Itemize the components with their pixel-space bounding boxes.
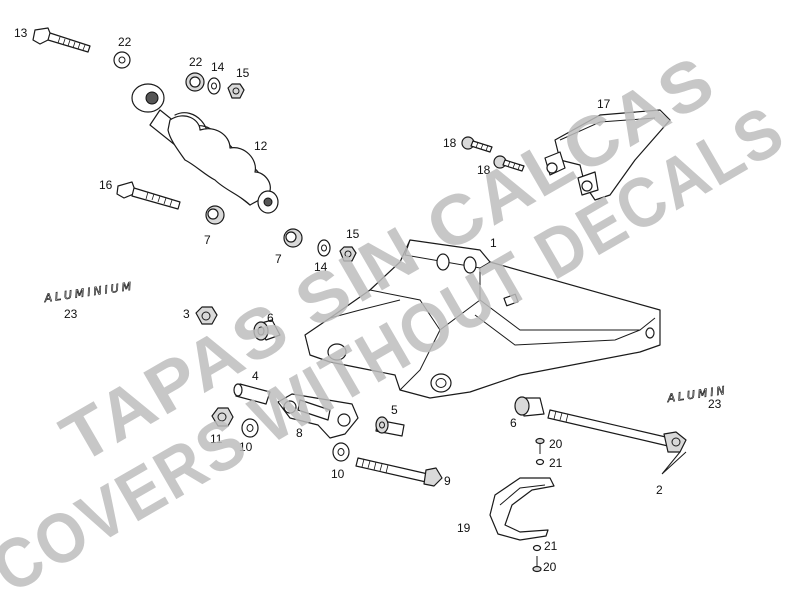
callout-14-top: 14 bbox=[211, 60, 225, 74]
callout-5: 5 bbox=[391, 403, 398, 417]
callout-20-top: 20 bbox=[549, 437, 563, 451]
nut-11-part bbox=[211, 407, 234, 427]
callout-13: 13 bbox=[14, 26, 28, 40]
bushing-6-right-part bbox=[514, 396, 545, 417]
bolt-13-part bbox=[32, 27, 91, 53]
bushing-5-part bbox=[375, 416, 405, 437]
washer-22-left-part bbox=[113, 51, 131, 69]
bushing-7-left-part bbox=[205, 205, 225, 225]
callout-7-right: 7 bbox=[275, 252, 282, 266]
watermark-line-2: COVERS WITHOUT DECALS bbox=[0, 90, 797, 608]
callout-2: 2 bbox=[656, 483, 663, 497]
callout-21-bottom: 21 bbox=[544, 539, 558, 553]
bolt-16-part bbox=[116, 181, 181, 210]
callout-22-top: 22 bbox=[189, 55, 203, 69]
chain-guard-17-part bbox=[544, 109, 671, 201]
callout-17: 17 bbox=[597, 97, 611, 111]
pin-4-part bbox=[233, 383, 271, 405]
washer-14-mid-part bbox=[317, 239, 331, 257]
spacer-22-part bbox=[185, 72, 205, 92]
callout-18-top: 18 bbox=[443, 136, 457, 150]
bushing-6-left-part bbox=[253, 319, 281, 341]
callout-7-left: 7 bbox=[204, 233, 211, 247]
callout-16: 16 bbox=[99, 178, 113, 192]
callout-14-mid: 14 bbox=[314, 260, 328, 274]
pivot-axle-2-part bbox=[547, 409, 687, 475]
screw-20-bottom-part bbox=[532, 556, 542, 573]
callout-18-bottom: 18 bbox=[477, 163, 491, 177]
callout-22-left: 22 bbox=[118, 35, 132, 49]
callout-10-right: 10 bbox=[331, 467, 345, 481]
nut-3-part bbox=[195, 306, 218, 325]
callout-4: 4 bbox=[252, 369, 259, 383]
chain-slider-19-part bbox=[489, 477, 555, 541]
washer-10-left-part bbox=[241, 418, 259, 438]
callout-11: 11 bbox=[210, 432, 223, 446]
callout-10-left: 10 bbox=[239, 440, 253, 454]
washer-21-bottom-part bbox=[532, 544, 542, 552]
callout-19: 19 bbox=[457, 521, 471, 535]
callout-23-right: 23 bbox=[708, 397, 722, 411]
callout-1: 1 bbox=[490, 236, 497, 250]
linkage-plate-8-part bbox=[277, 393, 359, 439]
callout-6-right: 6 bbox=[510, 416, 517, 430]
shock-absorber-part bbox=[131, 83, 279, 214]
callout-12: 12 bbox=[254, 139, 268, 153]
screw-20-top-part bbox=[535, 437, 545, 454]
screw-18-bottom-part bbox=[493, 155, 525, 172]
nut-15-top-part bbox=[227, 83, 245, 99]
bushing-7-right-part bbox=[283, 228, 303, 248]
callout-6-left: 6 bbox=[267, 311, 274, 325]
washer-10-right-part bbox=[332, 442, 350, 462]
callout-9: 9 bbox=[444, 474, 451, 488]
callout-20-bottom: 20 bbox=[543, 560, 557, 574]
nut-15-mid-part bbox=[339, 246, 357, 262]
washer-21-top-part bbox=[535, 458, 545, 466]
callout-3: 3 bbox=[183, 307, 190, 321]
bolt-9-part bbox=[355, 457, 443, 487]
swingarm-part bbox=[304, 239, 661, 399]
callout-15-mid: 15 bbox=[346, 227, 360, 241]
callout-8: 8 bbox=[296, 426, 303, 440]
callout-21-top: 21 bbox=[549, 456, 563, 470]
screw-18-top-part bbox=[461, 136, 493, 153]
callout-15-top: 15 bbox=[236, 66, 250, 80]
washer-14-top-part bbox=[207, 77, 221, 95]
callout-23-left: 23 bbox=[64, 307, 78, 321]
decal-aluminium-left: ALUMINIUM bbox=[43, 280, 135, 306]
